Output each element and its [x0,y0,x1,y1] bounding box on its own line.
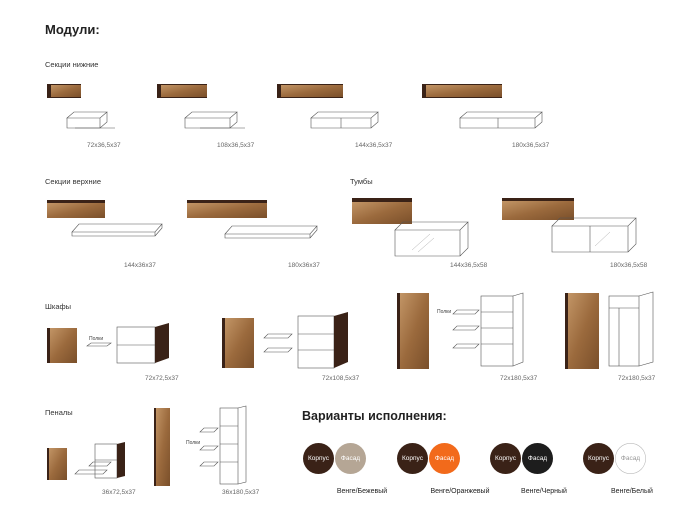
penal-36-72 [47,442,125,480]
tumba-180 [502,198,637,253]
dim-lower-2: 108x36,5x37 [217,142,255,149]
section-upper-label: Секции верхние [45,177,102,186]
facade-swatch-label: Фасад [527,455,548,462]
dim-upper-2: 180x36x37 [288,262,320,269]
variant-name: Венге/Черный [521,488,567,495]
page-title: Модули: [45,22,100,37]
dim-lower-4: 180x36,5x37 [512,142,550,149]
section-penaly-label: Пеналы [45,408,73,417]
shkaf-72-72 [47,323,169,364]
facade-swatch: Фасад [335,443,366,474]
shelf-tag-1: Полки [89,336,104,342]
variant-item: Корпус Фасад Венге/Белый [583,443,673,503]
body-swatch: Корпус [303,443,334,474]
body-swatch: Корпус [397,443,428,474]
dim-tumba-1: 144x36,5x58 [450,262,488,269]
dim-lower-3: 144x36,5x37 [355,142,393,149]
facade-swatch: Фасад [615,443,646,474]
facade-swatch-label: Фасад [340,455,361,462]
dim-shkaf-1: 72x72,5x37 [145,375,179,382]
lower-section-180 [422,84,543,129]
variant-name: Венге/Белый [611,488,653,495]
upper-section-180 [187,200,318,239]
facade-swatch-label: Фасад [434,455,455,462]
dim-shkaf-2: 72x108,5x37 [322,375,360,382]
body-swatch-label: Корпус [308,455,329,462]
variant-item: Корпус Фасад Венге/Черный [490,443,580,503]
section-lower-label: Секции нижние [45,60,99,69]
facade-swatch: Фасад [429,443,460,474]
section-tumby-label: Тумбы [350,177,373,186]
lower-section-108 [157,84,245,129]
dim-shkaf-3: 72x180,5x37 [500,375,538,382]
shelf-tag-2: Полки [437,309,452,315]
lower-section-144 [277,84,379,129]
dim-shkaf-4: 72x180,5x37 [618,375,656,382]
body-swatch: Корпус [490,443,521,474]
variant-name: Венге/Бежевый [336,488,388,495]
body-swatch-label: Корпус [495,455,516,462]
variant-item: Корпус Фасад Венге/Оранжевый [397,443,490,503]
variant-item: Корпус Фасад Венге/Бежевый [303,443,393,503]
dim-tumba-2: 180x36,5x58 [610,262,648,269]
penal-36-180 [154,405,247,486]
shkaf-72-180-wardrobe [565,291,654,369]
dim-penal-1: 36x72,5x37 [102,489,136,496]
shkaf-72-180 [397,292,524,369]
section-shkafy-label: Шкафы [45,302,72,311]
tumba-144 [352,198,469,257]
dim-lower-1: 72x36,5x37 [87,142,121,149]
shkaf-72-108 [222,312,348,369]
body-swatch: Корпус [583,443,614,474]
shelf-tag-3: Полки [186,440,201,446]
upper-section-144 [47,200,163,237]
variant-name: Венге/Оранжевый [430,488,490,495]
facade-swatch: Фасад [522,443,553,474]
dim-upper-1: 144x36x37 [124,262,156,269]
lower-section-72 [47,84,115,129]
variants-title: Варианты исполнения: [302,409,447,423]
body-swatch-label: Корпус [588,455,609,462]
dim-penal-2: 36x180,5x37 [222,489,260,496]
body-swatch-label: Корпус [402,455,423,462]
facade-swatch-label: Фасад [620,455,641,462]
